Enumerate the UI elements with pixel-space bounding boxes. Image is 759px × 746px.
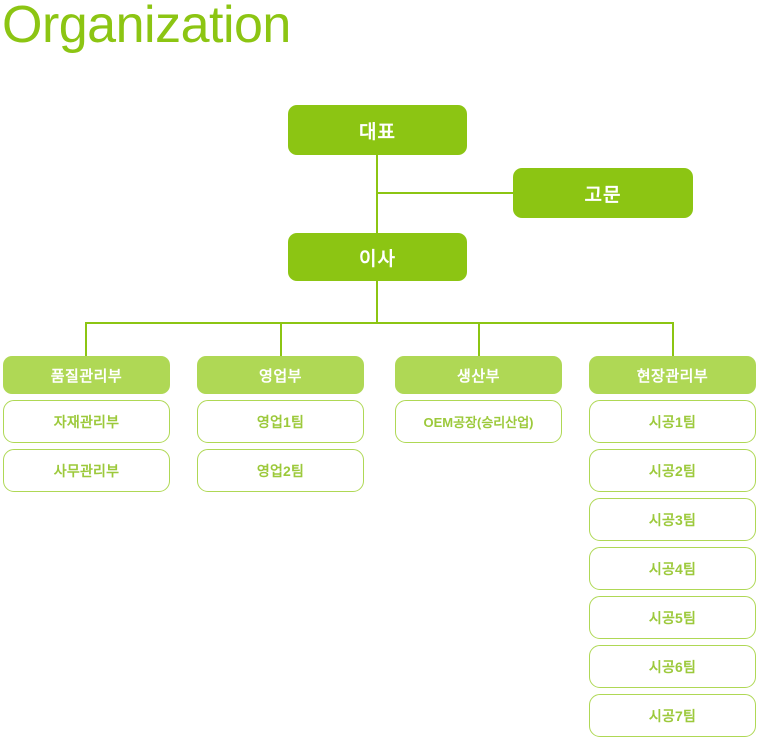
- connector-ceo-to-director: [376, 155, 378, 233]
- connector-bus-to-site: [672, 322, 674, 356]
- exec-box-advisor[interactable]: 고문: [513, 168, 693, 218]
- department-item-label: OEM공장(승리산업): [423, 415, 534, 430]
- department-item[interactable]: 자재관리부: [3, 400, 170, 443]
- department-column-quality: 품질관리부 자재관리부 사무관리부: [3, 356, 170, 492]
- department-item-label: 시공6팀: [648, 658, 697, 675]
- department-label-site: 현장관리부: [636, 367, 709, 385]
- department-item[interactable]: 영업2팀: [197, 449, 364, 492]
- exec-label-director: 이사: [359, 248, 396, 270]
- department-item-label: 사무관리부: [53, 462, 120, 479]
- connector-director-to-bus: [376, 281, 378, 323]
- department-column-site: 현장관리부 시공1팀 시공2팀 시공3팀 시공4팀 시공5팀 시공6팀 시공7팀: [589, 356, 756, 737]
- department-item[interactable]: 시공6팀: [589, 645, 756, 688]
- department-item[interactable]: 시공3팀: [589, 498, 756, 541]
- department-item[interactable]: 시공2팀: [589, 449, 756, 492]
- department-label-quality: 품질관리부: [50, 367, 123, 385]
- department-item[interactable]: 영업1팀: [197, 400, 364, 443]
- department-item[interactable]: 시공4팀: [589, 547, 756, 590]
- exec-label-advisor: 고문: [584, 184, 622, 206]
- department-header-site[interactable]: 현장관리부: [589, 356, 756, 394]
- department-label-production: 생산부: [457, 367, 500, 385]
- department-item-label: 시공7팀: [648, 707, 697, 724]
- connector-bus-to-quality: [85, 322, 87, 356]
- department-item[interactable]: 시공5팀: [589, 596, 756, 639]
- department-column-production: 생산부 OEM공장(승리산업): [395, 356, 562, 443]
- department-item[interactable]: OEM공장(승리산업): [395, 400, 562, 443]
- department-column-sales: 영업부 영업1팀 영업2팀: [197, 356, 364, 492]
- department-item-label: 자재관리부: [53, 413, 120, 430]
- connector-bus-to-production: [478, 322, 480, 356]
- connector-ceo-to-advisor: [376, 192, 514, 194]
- department-item[interactable]: 시공7팀: [589, 694, 756, 737]
- department-header-quality[interactable]: 품질관리부: [3, 356, 170, 394]
- department-item[interactable]: 시공1팀: [589, 400, 756, 443]
- department-item-label: 영업2팀: [256, 462, 305, 479]
- department-item[interactable]: 사무관리부: [3, 449, 170, 492]
- department-item-label: 시공1팀: [648, 413, 697, 430]
- department-item-label: 시공4팀: [648, 560, 697, 577]
- department-item-label: 시공2팀: [648, 462, 697, 479]
- department-header-sales[interactable]: 영업부: [197, 356, 364, 394]
- connector-bus-to-sales: [280, 322, 282, 356]
- connector-department-bus: [85, 322, 674, 324]
- exec-box-ceo[interactable]: 대표: [288, 105, 467, 155]
- department-item-label: 시공5팀: [648, 609, 697, 626]
- department-item-label: 영업1팀: [256, 413, 305, 430]
- exec-box-director[interactable]: 이사: [288, 233, 467, 281]
- department-header-production[interactable]: 생산부: [395, 356, 562, 394]
- department-item-label: 시공3팀: [648, 511, 697, 528]
- page-title: Organization: [2, 0, 291, 54]
- department-label-sales: 영업부: [259, 367, 302, 385]
- exec-label-ceo: 대표: [359, 121, 396, 143]
